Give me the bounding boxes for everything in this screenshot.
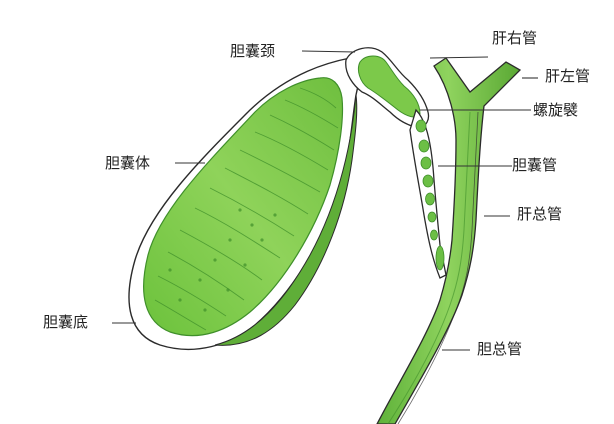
label-left-hepatic-duct: 肝左管 — [545, 67, 591, 85]
label-gallbladder-neck: 胆囊颈 — [230, 42, 276, 60]
hepatic-duct-outline — [376, 57, 522, 424]
duct-inner-line — [387, 111, 471, 424]
gallbladder-serosa — [214, 94, 358, 346]
label-right-hepatic-duct: 肝右管 — [492, 29, 538, 47]
cystic-duct-shape — [409, 108, 447, 279]
label-common-hepatic-duct: 肝总管 — [517, 205, 563, 223]
leader-lines — [112, 50, 538, 351]
label-gallbladder-fundus: 胆囊底 — [43, 313, 89, 331]
spiral-valves — [415, 119, 445, 271]
label-gallbladder-body: 胆囊体 — [105, 154, 151, 172]
mucosal-dots — [168, 208, 277, 312]
mucosal-folds — [154, 87, 339, 331]
bile-ducts — [376, 57, 522, 424]
gallbladder-lumen — [143, 77, 344, 337]
gallbladder — [128, 57, 360, 351]
label-cystic-duct: 胆囊管 — [512, 156, 558, 174]
gallbladder-neck-region — [345, 47, 430, 129]
duct-wall-line — [397, 111, 479, 424]
label-spiral-fold: 螺旋襞 — [533, 101, 579, 119]
label-common-bile-duct: 胆总管 — [477, 340, 523, 358]
